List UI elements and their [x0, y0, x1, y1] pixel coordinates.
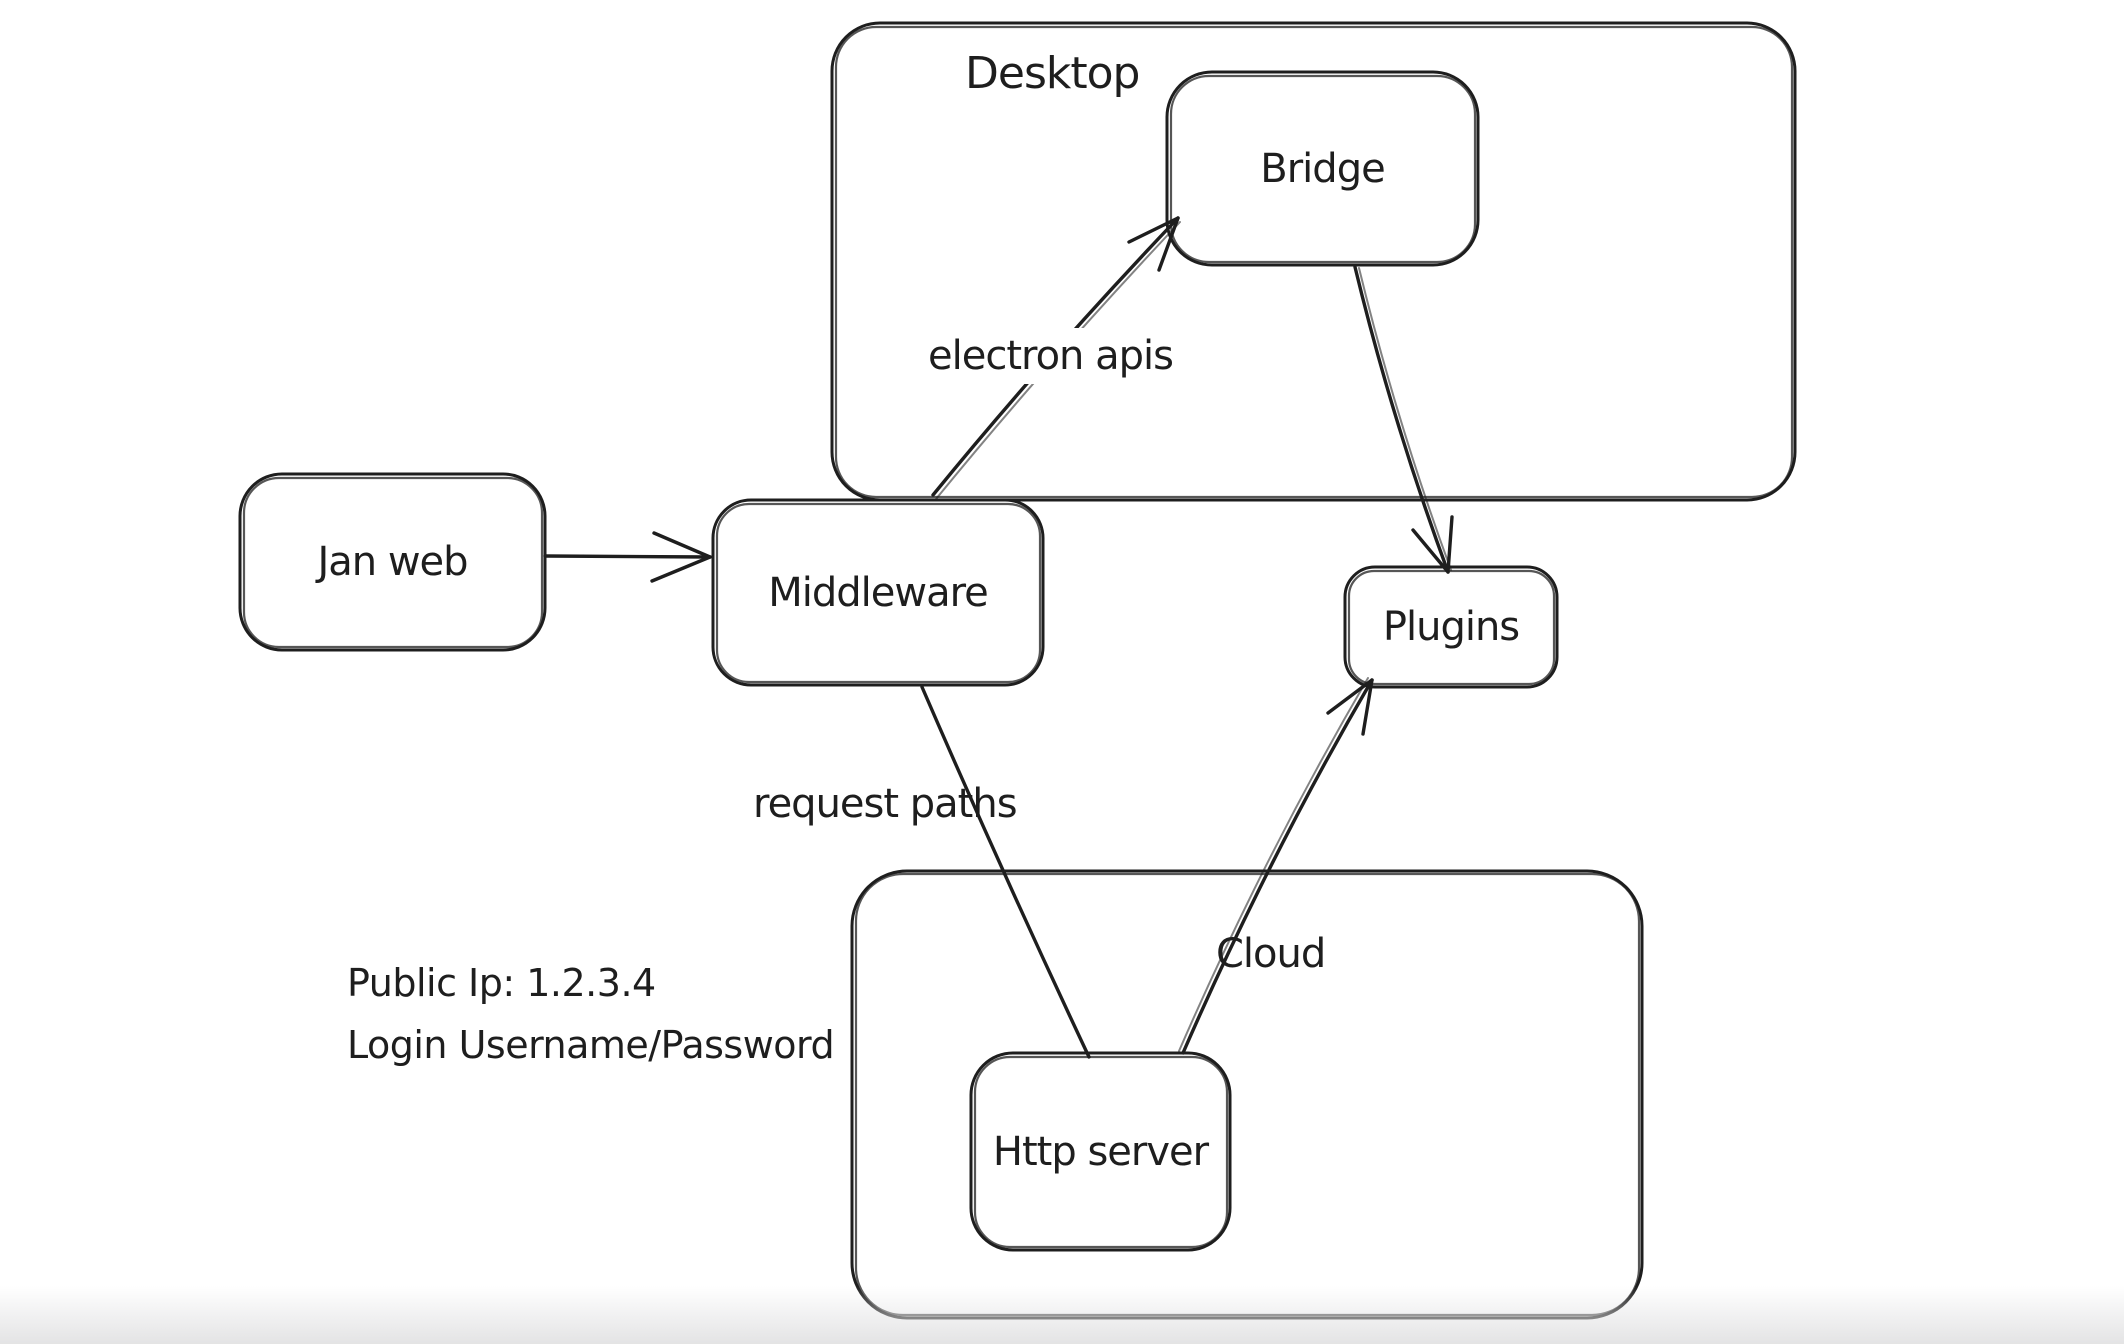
- public-ip-note-line2[interactable]: Login Username/Password: [347, 1023, 835, 1067]
- plugins-box[interactable]: [1343, 565, 1559, 689]
- http-server-box-sketch-stroke[interactable]: [973, 1055, 1229, 1249]
- edge-httpserver-to-plugins-line[interactable]: [1181, 678, 1374, 1055]
- edge-janweb-to-middleware-line[interactable]: [543, 554, 712, 559]
- middleware-box-outline[interactable]: [711, 498, 1045, 687]
- plugins-box-sketch-stroke[interactable]: [1347, 569, 1556, 686]
- edge-httpserver-to-plugins[interactable]: [1178, 677, 1374, 1055]
- desktop-container-sketch-stroke[interactable]: [834, 25, 1794, 499]
- edge-middleware-to-httpserver[interactable]: [920, 685, 1091, 1059]
- public-ip-note-line1[interactable]: Public Ip: 1.2.3.4: [347, 961, 656, 1005]
- desktop-container-label[interactable]: Desktop: [965, 48, 1140, 99]
- jan-web-box-outline[interactable]: [238, 472, 547, 652]
- bridge-box-outline[interactable]: [1165, 70, 1480, 267]
- middleware-box-sketch-stroke[interactable]: [715, 502, 1042, 684]
- middleware-box[interactable]: [711, 498, 1045, 687]
- bridge-box-sketch-stroke[interactable]: [1169, 74, 1477, 264]
- http-server-box-outline[interactable]: [969, 1051, 1232, 1252]
- edge-bridge-to-plugins[interactable]: [1353, 265, 1454, 574]
- plugins-label[interactable]: Plugins: [1382, 604, 1520, 650]
- edge-middleware-to-httpserver-line[interactable]: [920, 685, 1091, 1059]
- middleware-label[interactable]: Middleware: [768, 569, 989, 616]
- desktop-container[interactable]: [830, 21, 1797, 502]
- plugins-box-outline[interactable]: [1343, 565, 1559, 689]
- edge-bridge-to-plugins-sketch-stroke[interactable]: [1358, 267, 1452, 571]
- edge-label-electron-apis[interactable]: electron apis: [918, 328, 1183, 384]
- edge-httpserver-to-plugins-sketch-stroke[interactable]: [1178, 677, 1369, 1052]
- bridge-box[interactable]: [1165, 70, 1480, 267]
- edge-bridge-to-plugins-line[interactable]: [1353, 265, 1450, 574]
- edge-httpserver-to-plugins-arrowhead[interactable]: [1326, 678, 1374, 736]
- public-ip-note[interactable]: Public Ip: 1.2.3.4 Login Username/Passwo…: [347, 952, 835, 1076]
- jan-web-label[interactable]: Jan web: [317, 539, 468, 585]
- bridge-label[interactable]: Bridge: [1260, 145, 1385, 192]
- edge-janweb-to-middleware-arrowhead[interactable]: [650, 531, 712, 583]
- edge-janweb-to-middleware[interactable]: [543, 531, 712, 583]
- cloud-container-label[interactable]: Cloud: [1216, 931, 1326, 977]
- http-server-label[interactable]: Http server: [992, 1128, 1209, 1175]
- desktop-container-outline[interactable]: [830, 21, 1797, 502]
- edge-label-request-paths[interactable]: request paths: [753, 781, 1018, 827]
- jan-web-box[interactable]: [238, 472, 547, 652]
- edge-bridge-to-plugins-arrowhead[interactable]: [1411, 515, 1454, 574]
- jan-web-box-sketch-stroke[interactable]: [242, 476, 544, 649]
- edge-middleware-to-bridge-arrowhead[interactable]: [1127, 216, 1180, 272]
- http-server-box[interactable]: [969, 1051, 1232, 1252]
